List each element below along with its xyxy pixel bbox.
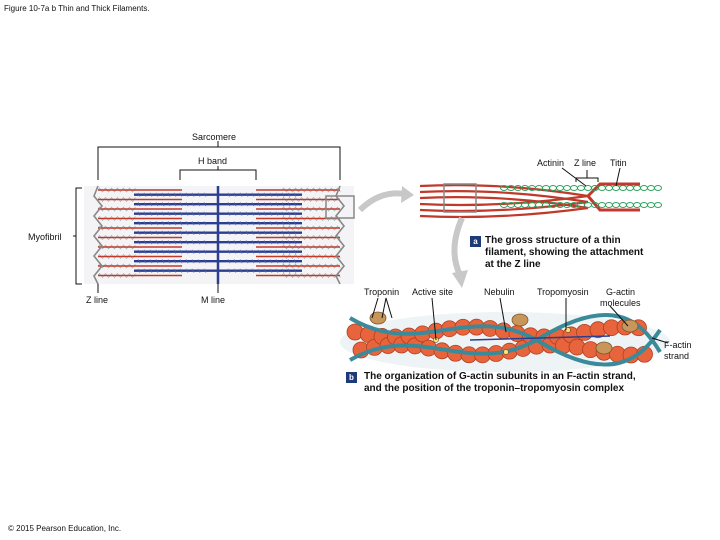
panel-a-caption-line3: at the Z line (485, 259, 541, 270)
m-line-label: M line (201, 295, 226, 305)
zoom-arrow-a (357, 190, 406, 213)
myofibril-bracket (75, 187, 82, 285)
copyright-notice: © 2015 Pearson Education, Inc. (8, 524, 122, 533)
troponin-label: Troponin (364, 287, 400, 297)
panel-b-leaders (371, 297, 669, 344)
panel-a-leaders (561, 167, 621, 187)
titin-label: Titin (610, 158, 627, 168)
thin-filament-detail (419, 182, 662, 219)
h-band-bracket (179, 166, 257, 180)
f-actin-strand (340, 311, 670, 372)
panel-a-badge: a (470, 236, 481, 247)
zoom-arrow-b (451, 216, 465, 277)
panel-b-caption-line1: The organization of G-actin subunits in … (364, 371, 636, 382)
active-site-label: Active site (412, 287, 454, 297)
sarcomere-bracket (97, 141, 341, 180)
z-line-bottom-label: Z line (86, 295, 109, 305)
h-band-label: H band (198, 156, 228, 166)
myofibril-label: Myofibril (28, 232, 62, 242)
nebulin-label: Nebulin (484, 287, 515, 297)
panel-b-caption-line2: and the position of the troponin–tropomy… (364, 383, 624, 394)
f-actin-label-line2: strand (664, 351, 690, 361)
panel-a-caption-line1: The gross structure of a thin (485, 235, 621, 246)
tropomyosin-label: Tropomyosin (537, 287, 589, 297)
sarcomere-label: Sarcomere (192, 132, 237, 142)
f-actin-label-line1: F-actin (664, 340, 692, 350)
sarcomere-block (84, 185, 354, 285)
g-actin-label-line1: G-actin (606, 287, 636, 297)
actinin-label: Actinin (537, 158, 565, 168)
zoom-highlight-box (325, 195, 355, 219)
panel-b-badge: b (346, 372, 357, 383)
figure-title: Figure 10-7a b Thin and Thick Filaments. (4, 4, 150, 13)
g-actin-label-line2: molecules (600, 298, 641, 308)
panel-a-caption-line2: filament, showing the attachment (485, 247, 644, 258)
z-line-top-label: Z line (574, 158, 597, 168)
